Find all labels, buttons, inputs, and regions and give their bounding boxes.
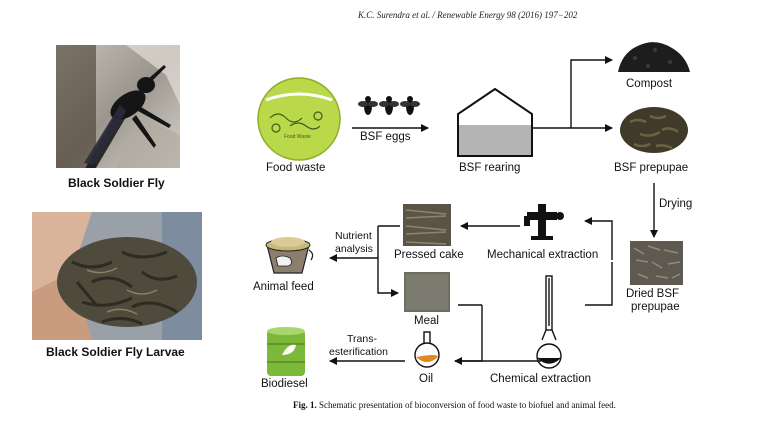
black-soldier-fly-larvae-photo bbox=[32, 212, 202, 340]
figure-caption: Fig. 1. Schematic presentation of biocon… bbox=[293, 400, 616, 410]
pressed-cake-icon bbox=[403, 204, 451, 246]
meal-icon bbox=[404, 272, 450, 312]
food-waste-label: Food waste bbox=[266, 162, 326, 174]
dried-prepupae-icon bbox=[630, 241, 683, 285]
bsf-prepupae-label: BSF prepupae bbox=[614, 162, 689, 174]
bsf-rearing-label: BSF rearing bbox=[459, 162, 521, 174]
mechanical-extraction-label: Mechanical extraction bbox=[487, 249, 599, 261]
dried-bsf-label-line2: prepupae bbox=[631, 301, 680, 313]
nutrient-analysis-label-line1: Nutrient bbox=[335, 230, 372, 242]
mechanical-press-icon bbox=[524, 204, 564, 240]
compost-pile-icon bbox=[618, 42, 690, 72]
dried-bsf-label-line1: Dried BSF bbox=[626, 288, 680, 300]
black-soldier-fly-photo bbox=[56, 45, 180, 168]
bsf-eggs-label: BSF eggs bbox=[360, 131, 411, 143]
biodiesel-label: Biodiesel bbox=[261, 378, 308, 390]
bsf-prepupae-pile-icon bbox=[620, 107, 688, 153]
chemical-extraction-label: Chemical extraction bbox=[490, 373, 591, 385]
fly-icon bbox=[358, 96, 420, 115]
bin-inner-text: Food Waste bbox=[284, 134, 311, 140]
bsf-rearing-container-icon bbox=[457, 87, 533, 157]
figure-caption-text: Schematic presentation of bioconversion … bbox=[319, 400, 616, 410]
transesterification-label-line1: Trans- bbox=[347, 333, 377, 345]
animal-feed-bucket-icon bbox=[265, 237, 314, 274]
oil-flask-icon bbox=[414, 331, 440, 368]
larvae-photo-caption: Black Soldier Fly Larvae bbox=[46, 345, 185, 359]
oil-label: Oil bbox=[419, 373, 434, 385]
journal-citation: K.C. Surendra et al. / Renewable Energy … bbox=[358, 10, 578, 20]
nutrient-analysis-label-line2: analysis bbox=[335, 243, 373, 255]
compost-label: Compost bbox=[626, 78, 673, 90]
meal-label: Meal bbox=[414, 315, 439, 327]
soxhlet-apparatus-icon bbox=[536, 275, 562, 369]
pressed-cake-label: Pressed cake bbox=[394, 249, 464, 261]
biodiesel-barrel-icon bbox=[267, 327, 305, 376]
fly-photo-caption: Black Soldier Fly bbox=[68, 176, 165, 190]
animal-feed-label: Animal feed bbox=[253, 281, 314, 293]
transesterification-label-line2: esterification bbox=[329, 346, 388, 358]
drying-label: Drying bbox=[659, 198, 693, 210]
figure-caption-label: Fig. 1. bbox=[293, 400, 317, 410]
food-waste-bin-icon bbox=[257, 77, 341, 161]
